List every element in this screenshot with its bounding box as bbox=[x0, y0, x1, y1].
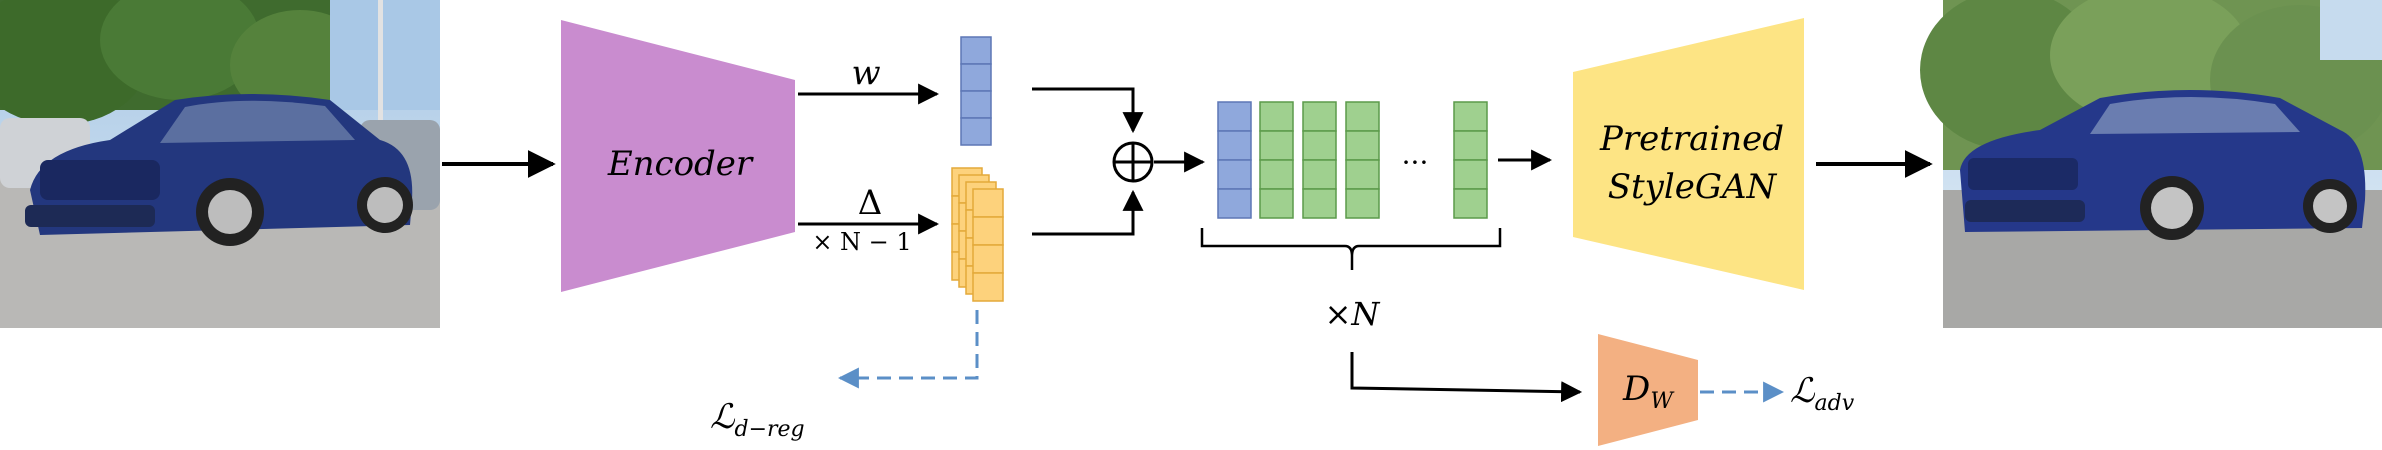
combine-operator bbox=[1112, 141, 1154, 183]
adv-loss-label: ℒadv bbox=[1790, 371, 1855, 416]
latent-brace bbox=[1200, 228, 1502, 270]
w-vector-cell bbox=[960, 90, 992, 119]
latent-code-cell bbox=[1453, 159, 1488, 190]
w-vector-cell bbox=[960, 36, 992, 65]
w-vector-cell bbox=[960, 117, 992, 146]
latent-code-cell bbox=[1259, 159, 1294, 190]
latent-code-cell bbox=[1345, 188, 1380, 219]
delta-to-dreg-loss-arrow bbox=[837, 310, 979, 389]
delta-vector-cell bbox=[972, 272, 1004, 302]
latent-code-cell bbox=[1302, 188, 1337, 219]
input-car bbox=[25, 94, 413, 246]
discriminator: DW bbox=[1598, 334, 1698, 446]
latent-code-cell bbox=[1302, 130, 1337, 161]
stylegan-label-line1: Pretrained bbox=[1599, 119, 1784, 159]
latent-count-label: ×N bbox=[1325, 295, 1381, 333]
stylegan-trapezoid bbox=[1573, 18, 1804, 290]
discriminator-trapezoid bbox=[1598, 334, 1698, 446]
w-vector bbox=[960, 36, 992, 146]
delta-count-label: × N − 1 bbox=[812, 228, 911, 256]
latent-code-cell bbox=[1345, 159, 1380, 190]
stylegan-label-line2: StyleGAN bbox=[1608, 167, 1778, 207]
encoder-label: Encoder bbox=[607, 144, 754, 184]
w-to-combine-arrow bbox=[1032, 87, 1144, 134]
latent-code-cell bbox=[1259, 188, 1294, 219]
w-label: w bbox=[851, 53, 880, 93]
discriminator-label: DW bbox=[1622, 369, 1675, 414]
latent-code-cell bbox=[1453, 188, 1488, 219]
latent-code-cell bbox=[1217, 188, 1252, 219]
encoder: Encoder bbox=[561, 20, 795, 292]
delta-vector-cell bbox=[972, 188, 1004, 218]
latent-code-cell bbox=[1453, 130, 1488, 161]
latent-code-cell bbox=[1259, 101, 1294, 132]
latent-code-cell bbox=[1217, 101, 1252, 132]
pretrained-stylegan: Pretrained StyleGAN bbox=[1573, 18, 1804, 290]
latent-code-cell bbox=[1302, 101, 1337, 132]
output-image bbox=[1920, 0, 2382, 328]
delta-label: Δ bbox=[858, 183, 883, 223]
latent-to-discriminator-arrow bbox=[1350, 352, 1583, 403]
latent-code-cell bbox=[1217, 159, 1252, 190]
delta-to-combine-arrow bbox=[1032, 189, 1144, 236]
d-reg-loss-label: ℒd−reg bbox=[710, 397, 805, 442]
input-image bbox=[0, 0, 440, 328]
delta-vector-cell bbox=[972, 216, 1004, 246]
latent-code-cell bbox=[1259, 130, 1294, 161]
latent-code-cell bbox=[1217, 130, 1252, 161]
encoder-trapezoid bbox=[561, 20, 795, 292]
latent-code-cell bbox=[1345, 101, 1380, 132]
delta-vector-stack bbox=[951, 167, 1004, 302]
w-vector-cell bbox=[960, 63, 992, 92]
output-car bbox=[1960, 90, 2366, 240]
delta-vector-cell bbox=[972, 244, 1004, 274]
latent-code-block bbox=[1217, 101, 1488, 219]
latent-ellipsis: ··· bbox=[1402, 146, 1429, 179]
latent-code-cell bbox=[1453, 101, 1488, 132]
latent-code-cell bbox=[1302, 159, 1337, 190]
latent-code-cell bbox=[1345, 130, 1380, 161]
